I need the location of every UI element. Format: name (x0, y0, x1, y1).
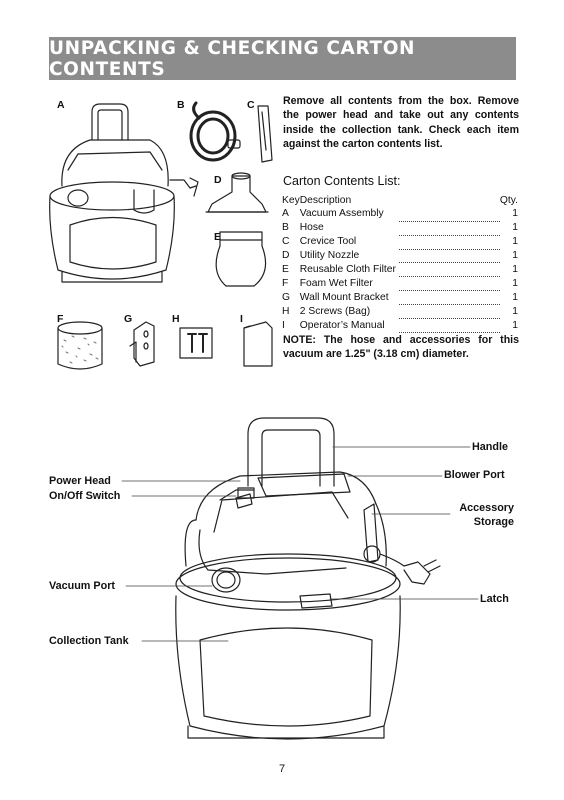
contents-key: A (282, 208, 289, 220)
intro-paragraph: Remove all contents from the box. Remove… (283, 95, 519, 150)
foam-filter-illustration (57, 321, 103, 370)
item-letter-f: F (57, 313, 64, 325)
contents-table-header: Key Description Qty. (282, 195, 518, 208)
contents-row: H 2 Screws (Bag) 1 (282, 301, 518, 319)
item-letter-e: E (214, 231, 222, 243)
contents-row: D Utility Nozzle 1 (282, 246, 518, 263)
label-vacuum-port: Vacuum Port (49, 580, 115, 592)
contents-description: Foam Wet Filter (299, 277, 373, 289)
page-number: 7 (278, 763, 286, 775)
contents-qty: 1 (512, 291, 518, 303)
contents-description: Reusable Cloth Filter (299, 263, 396, 275)
contents-qty: 1 (512, 208, 518, 220)
hose-illustration (189, 101, 241, 162)
contents-key: G (282, 291, 291, 303)
label-collection-tank: Collection Tank (49, 635, 129, 647)
note-paragraph: NOTE: The hose and accessories for this … (283, 334, 519, 360)
header-description: Description (299, 195, 352, 206)
label-power-head: Power Head (49, 475, 111, 487)
contents-list-title: Carton Contents List: (283, 174, 401, 188)
contents-description: Crevice Tool (299, 236, 357, 248)
callout-leaders (121, 446, 479, 642)
contents-key: H (282, 305, 290, 317)
item-letter-a: A (57, 99, 65, 111)
contents-description: Vacuum Assembly (299, 208, 384, 220)
contents-qty: 1 (512, 277, 518, 289)
contents-key: I (282, 319, 285, 331)
contents-key: C (282, 236, 290, 248)
item-letter-b: B (177, 99, 185, 111)
contents-qty: 1 (512, 222, 518, 234)
crevice-tool-illustration (257, 105, 273, 163)
contents-dot-leader (398, 218, 500, 233)
contents-dot-leader (398, 315, 500, 330)
contents-key: D (282, 250, 290, 262)
wall-bracket-illustration (129, 321, 155, 367)
contents-row: F Foam Wet Filter 1 (282, 273, 518, 291)
contents-description: Utility Nozzle (299, 250, 360, 262)
item-letter-g: G (124, 313, 133, 325)
contents-description: 2 Screws (Bag) (299, 305, 371, 317)
contents-dot-leader (398, 259, 500, 275)
item-letter-h: H (172, 313, 180, 325)
contents-dot-leader (398, 287, 500, 303)
item-letter-d: D (214, 174, 222, 186)
contents-key: B (282, 222, 289, 234)
cloth-filter-illustration (215, 231, 267, 287)
contents-row: C Crevice Tool 1 (282, 232, 518, 249)
label-storage: Storage (473, 516, 514, 528)
utility-nozzle-illustration (205, 172, 269, 213)
contents-row: I Operator’s Manual 1 (282, 315, 518, 333)
label-on-off-switch: On/Off Switch (49, 490, 121, 502)
contents-qty: 1 (512, 263, 518, 275)
page-title: UNPACKING & CHECKING CARTON CONTENTS (49, 37, 416, 80)
contents-qty: 1 (512, 305, 518, 317)
contents-key: E (282, 263, 289, 275)
contents-qty: 1 (512, 319, 518, 331)
contents-row: E Reusable Cloth Filter 1 (282, 259, 518, 277)
item-letter-i: I (240, 313, 243, 325)
screws-bag-illustration (179, 327, 213, 359)
contents-dot-leader (398, 204, 500, 219)
label-handle: Handle (472, 441, 508, 453)
header-qty: Qty. (499, 195, 518, 206)
contents-description: Operator’s Manual (299, 319, 385, 331)
label-latch: Latch (480, 593, 509, 605)
contents-qty: 1 (512, 236, 518, 248)
label-accessory: Accessory (459, 502, 514, 514)
contents-row: A Vacuum Assembly 1 (282, 204, 518, 221)
header-key: Key (282, 195, 300, 206)
contents-description: Wall Mount Bracket (299, 291, 389, 303)
vacuum-large-illustration (175, 417, 441, 740)
contents-row: B Hose 1 (282, 218, 518, 235)
contents-dot-leader (398, 232, 500, 247)
label-blower-port: Blower Port (444, 469, 505, 481)
item-letter-c: C (247, 99, 255, 111)
contents-description: Hose (299, 222, 324, 234)
contents-key: F (282, 277, 289, 289)
contents-row: G Wall Mount Bracket 1 (282, 287, 518, 305)
contents-dot-leader (398, 246, 500, 261)
contents-dot-leader (398, 301, 500, 317)
manual-illustration (243, 321, 273, 367)
page-title-banner: UNPACKING & CHECKING CARTON CONTENTS (49, 37, 516, 80)
contents-qty: 1 (512, 250, 518, 262)
vacuum-small-illustration (49, 103, 199, 283)
contents-dot-leader (398, 273, 500, 289)
